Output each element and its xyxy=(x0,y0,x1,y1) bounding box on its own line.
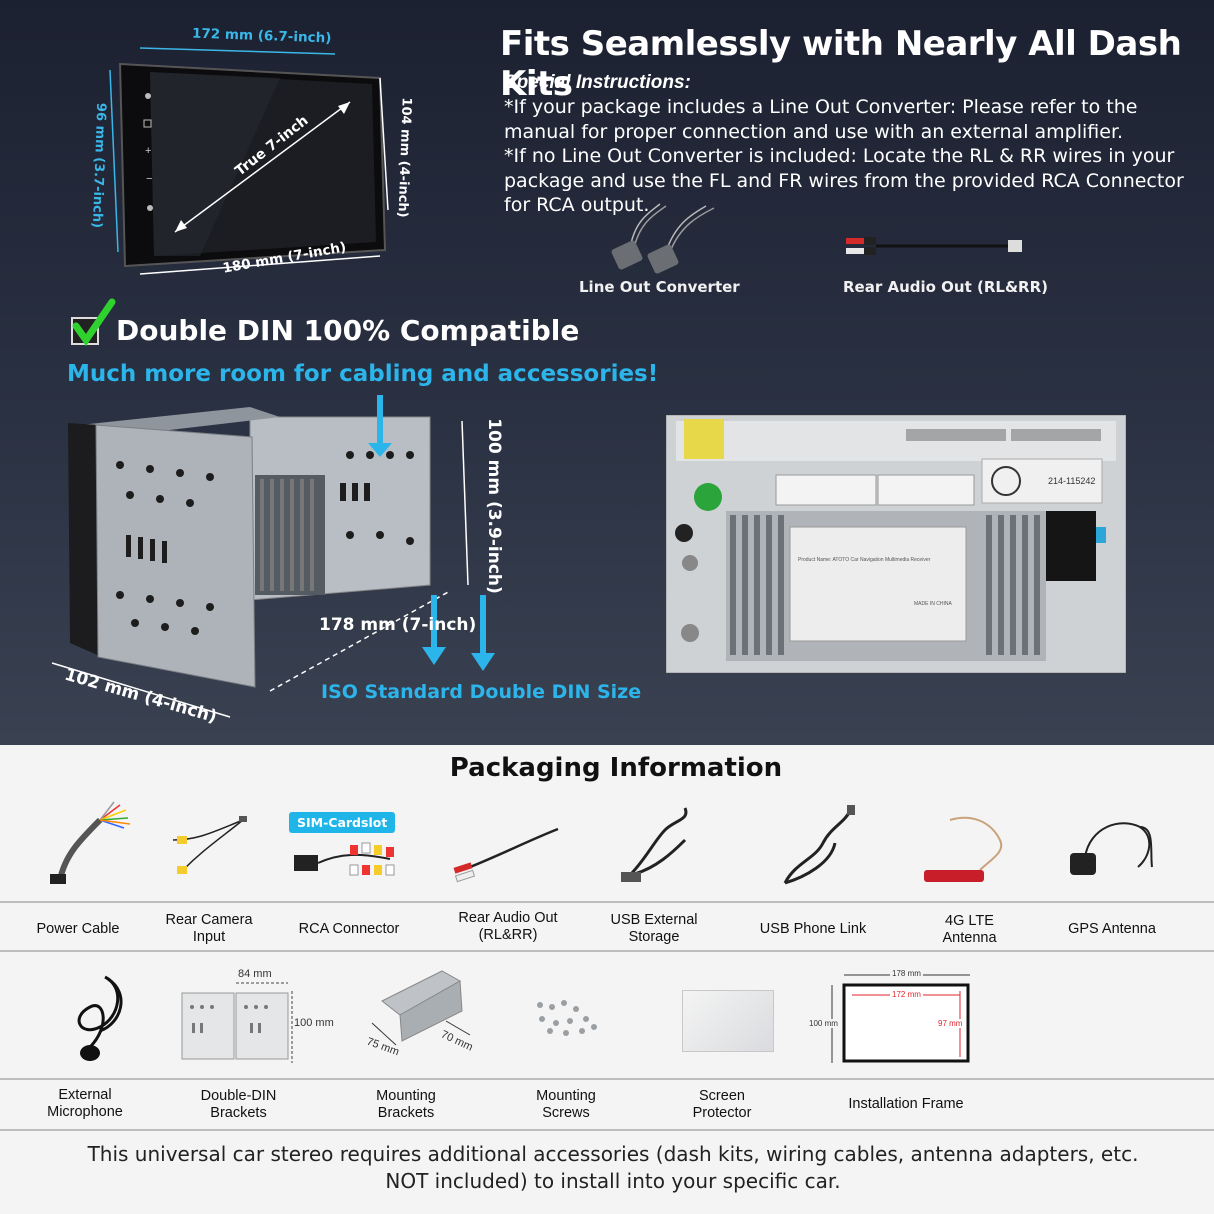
label-code: 214-115242 xyxy=(1048,476,1096,486)
lte-antenna-icon xyxy=(924,816,1003,882)
chassis-front-bezel xyxy=(68,423,102,657)
head-unit-svg: + − xyxy=(109,47,389,275)
checkmark-icon xyxy=(71,298,116,347)
double-din-brackets-svg xyxy=(181,982,293,1063)
top-section: + − 172 mm (6.7-inch) 96 mm (3.7-inch) 1… xyxy=(0,0,1214,745)
rear-audio-out-image xyxy=(846,237,1022,255)
item-4g-lte-antenna: 4G LTE Antenna xyxy=(942,913,997,946)
dim-line-right xyxy=(379,77,389,211)
frame-inner-width: 172 mm xyxy=(890,990,923,999)
usb-phone-link-icon xyxy=(783,805,855,885)
gps-antenna-icon xyxy=(1070,822,1153,875)
frame-outer-height: 100 mm xyxy=(809,1019,838,1028)
vol-down-icon: − xyxy=(146,173,152,185)
arrow-head-icon xyxy=(338,102,350,114)
item-gps-antenna: GPS Antenna xyxy=(1068,921,1156,937)
mounting-brackets-svg xyxy=(371,970,471,1046)
mounting-brackets-graphic: 75 mm 70 mm xyxy=(362,961,482,1066)
dim-height-100mm: 100 mm (3.9-inch) xyxy=(483,418,504,594)
item-mounting-screws: Mounting Screws xyxy=(536,1088,596,1121)
footer-line-2: NOT included) to install into your speci… xyxy=(385,1169,841,1193)
line-out-converter-caption: Line Out Converter xyxy=(579,278,740,296)
divider xyxy=(0,1078,1214,1080)
item-external-microphone: External Microphone xyxy=(47,1087,123,1120)
frame-outer-width: 178 mm xyxy=(890,969,923,978)
rear-panel-svg xyxy=(665,414,1127,674)
rear-camera-input-icon xyxy=(172,816,247,874)
cert-label xyxy=(981,458,1103,504)
dim-width-178mm: 178 mm (7-inch) xyxy=(319,615,477,635)
divider xyxy=(0,950,1214,952)
power-cable-icon xyxy=(50,801,131,884)
rear-audio-out-caption: Rear Audio Out (RL&RR) xyxy=(843,278,1048,296)
connector-1 xyxy=(775,474,877,506)
installation-frame-svg xyxy=(831,974,970,1063)
power-icon xyxy=(145,93,151,99)
warning-sticker xyxy=(684,419,724,459)
bracket-width: 84 mm xyxy=(238,968,272,980)
instruction-1: *If your package includes a Line Out Con… xyxy=(504,96,1138,143)
item-rear-camera-input: Rear Camera Input xyxy=(165,912,253,945)
item-screen-protector: Screen Protector xyxy=(692,1088,752,1121)
product-name-text: Product Name: ATOTO Car Navigation Multi… xyxy=(798,557,931,563)
down-arrow-icon xyxy=(368,443,392,457)
external-microphone-icon xyxy=(77,975,123,1061)
connector-2 xyxy=(877,474,975,506)
installation-frame-graphic: 178 mm 172 mm 100 mm 97 mm xyxy=(808,967,978,1067)
sim-cardslot-badge: SIM-Cardslot xyxy=(289,812,396,833)
bracket-height: 100 mm xyxy=(294,1017,334,1029)
vol-up-icon: + xyxy=(145,145,151,157)
product-label xyxy=(789,526,967,642)
dim-line-width xyxy=(269,590,451,692)
item-mounting-brackets: Mounting Brackets xyxy=(376,1088,436,1121)
down-arrow-icon xyxy=(422,647,446,665)
arrow-tail-icon xyxy=(175,220,187,232)
line-out-converter-image xyxy=(611,203,715,274)
dim-line-left xyxy=(109,69,119,253)
green-port xyxy=(694,483,722,511)
item-usb-phone-link: USB Phone Link xyxy=(759,921,867,937)
special-instructions-heading: Special Instructions: xyxy=(504,72,691,93)
instruction-2: *If no Line Out Converter is included: L… xyxy=(504,145,1184,216)
dim-line-top xyxy=(139,47,336,55)
divider xyxy=(0,1129,1214,1131)
iso-connector xyxy=(1046,511,1096,581)
screen-reflection xyxy=(150,72,280,256)
item-usb-external-storage: USB External Storage xyxy=(610,912,698,945)
item-power-cable: Power Cable xyxy=(36,921,120,937)
page-title: Fits Seamlessly with Nearly All Dash Kit… xyxy=(500,24,1182,104)
usb-external-storage-icon xyxy=(621,807,688,882)
made-in-text: MADE IN CHINA xyxy=(914,601,952,607)
footer-line-1: This universal car stereo requires addit… xyxy=(87,1142,1139,1166)
item-rca-connector: RCA Connector xyxy=(298,921,400,937)
rear-panel-photo: 214-115242 Product Name: ATOTO Car Navig… xyxy=(665,414,1127,674)
diagonal-line xyxy=(174,101,351,233)
packaging-title: Packaging Information xyxy=(449,753,783,783)
screen-protector-icon xyxy=(682,990,774,1052)
rear-audio-out-item-icon xyxy=(453,827,559,883)
item-installation-frame: Installation Frame xyxy=(848,1096,964,1112)
home-icon xyxy=(143,119,152,128)
item-double-din-brackets: Double-DIN Brackets xyxy=(200,1088,277,1121)
item-rear-audio-out: Rear Audio Out (RL&RR) xyxy=(458,910,558,943)
divider xyxy=(0,901,1214,903)
frame-inner-height: 97 mm xyxy=(938,1019,963,1028)
dim-line-bottom xyxy=(139,255,381,275)
down-arrow-icon xyxy=(471,653,495,671)
double-din-brackets-graphic: 84 mm 100 mm xyxy=(178,968,338,1073)
dim-line-height xyxy=(461,420,469,586)
head-unit-screen-illustration: + − 172 mm (6.7-inch) 96 mm (3.7-inch) 1… xyxy=(80,20,500,280)
double-din-subheading: Much more room for cabling and accessori… xyxy=(67,361,659,387)
double-din-heading: Double DIN 100% Compatible xyxy=(116,314,580,347)
mic-icon xyxy=(147,205,153,211)
dim-line-depth xyxy=(51,662,231,718)
rca-connector-icon xyxy=(294,842,395,876)
packaging-section: Packaging Information SIM-Cardslot xyxy=(0,745,1214,1214)
chassis-illustration xyxy=(51,395,495,718)
iso-standard-label: ISO Standard Double DIN Size xyxy=(321,681,642,703)
mounting-screws-icon xyxy=(537,1000,597,1036)
